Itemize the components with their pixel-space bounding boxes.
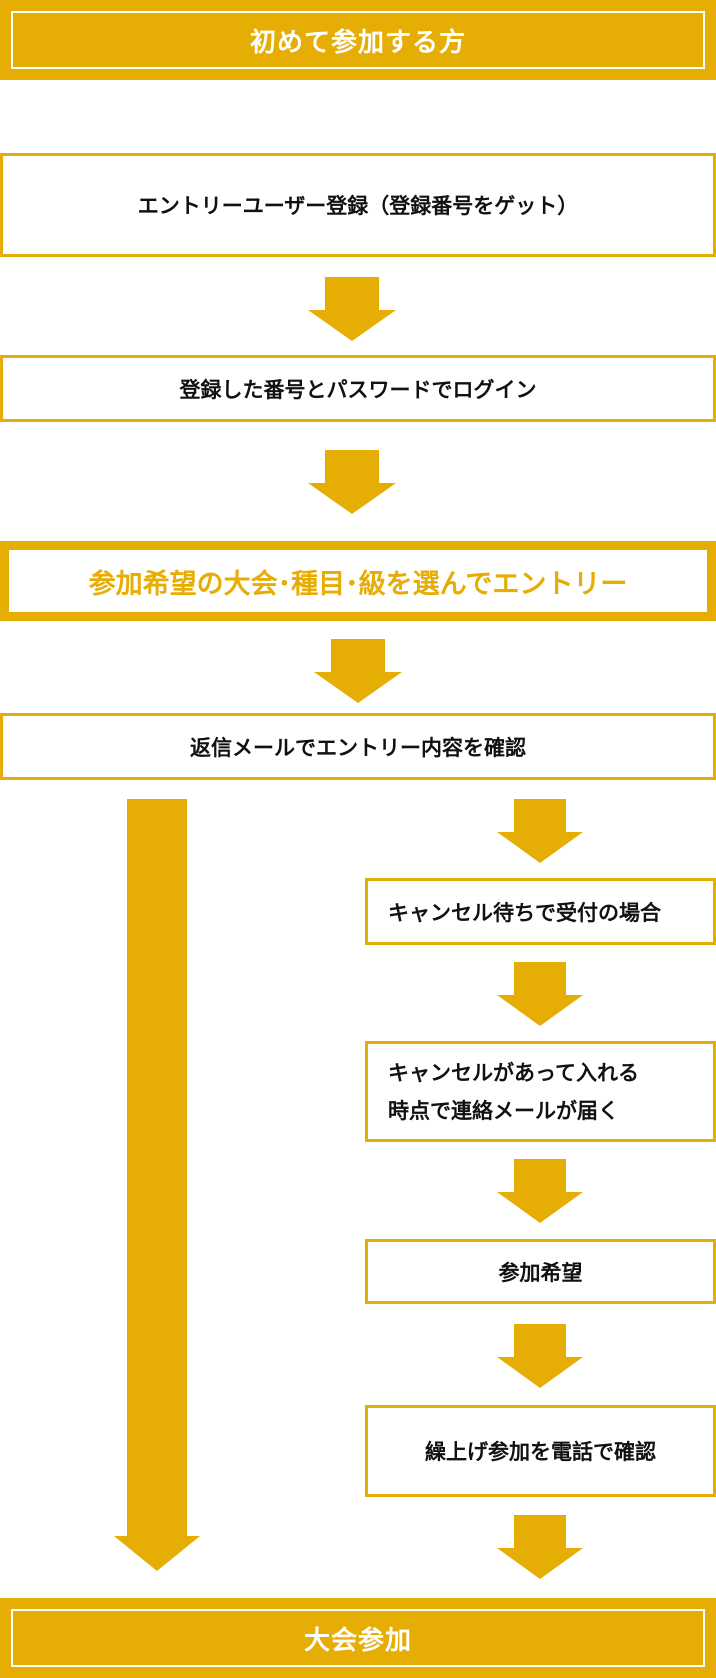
arrow-down-branch-3 xyxy=(497,1159,583,1223)
branch-cancel-notice: キャンセルがあって入れる 時点で連絡メールが届く xyxy=(365,1041,716,1142)
arrow-down-branch-4 xyxy=(497,1324,583,1388)
step-login: 登録した番号とパスワードでログイン xyxy=(0,355,716,422)
branch-waitlist: キャンセル待ちで受付の場合 xyxy=(365,878,716,945)
footer-title: 大会参加 xyxy=(303,1625,412,1656)
footer-bar: 大会参加 xyxy=(0,1598,716,1678)
step-confirm-email-label: 返信メールでエントリー内容を確認 xyxy=(190,735,526,760)
header-bar: 初めて参加する方 xyxy=(0,0,716,80)
step-user-registration: エントリーユーザー登録（登録番号をゲット） xyxy=(0,153,716,257)
branch-phone-confirm-label: 繰上げ参加を電話で確認 xyxy=(425,1440,656,1464)
branch-cancel-notice-line2: 時点で連絡メールが届く xyxy=(388,1098,619,1123)
header-title: 初めて参加する方 xyxy=(249,27,466,58)
step-login-label: 登録した番号とパスワードでログイン xyxy=(179,377,537,402)
step-select-entry-label: 参加希望の大会･種目･級を選んでエントリー xyxy=(88,568,628,600)
arrow-down-3 xyxy=(314,639,402,703)
step-select-entry: 参加希望の大会･種目･級を選んでエントリー xyxy=(0,541,716,621)
branch-cancel-notice-line1: キャンセルがあって入れる xyxy=(388,1060,639,1085)
branch-participation-request: 参加希望 xyxy=(365,1239,716,1304)
step-user-registration-label: エントリーユーザー登録（登録番号をゲット） xyxy=(137,194,579,218)
arrow-down-branch-1 xyxy=(497,799,583,863)
branch-participation-request-label: 参加希望 xyxy=(498,1260,583,1285)
footer-inner-frame xyxy=(11,1609,705,1667)
arrow-down-1 xyxy=(308,277,396,341)
step-confirm-email: 返信メールでエントリー内容を確認 xyxy=(0,713,716,780)
arrow-down-2 xyxy=(308,450,396,514)
branch-waitlist-label: キャンセル待ちで受付の場合 xyxy=(388,900,661,925)
arrow-down-branch-5 xyxy=(497,1515,583,1579)
arrow-down-branch-2 xyxy=(497,962,583,1026)
branch-phone-confirm: 繰上げ参加を電話で確認 xyxy=(365,1405,716,1497)
header-inner-frame xyxy=(11,11,705,69)
arrow-long-direct xyxy=(114,799,200,1571)
